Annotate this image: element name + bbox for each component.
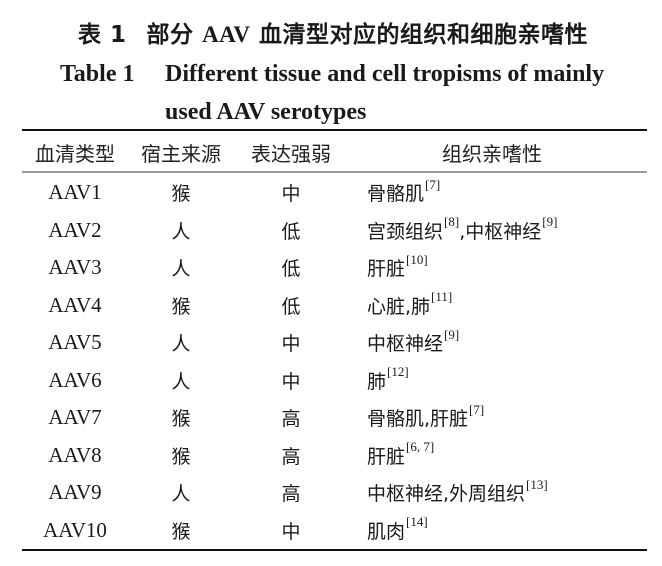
cell-tropism: 心脏,肺[11] (367, 287, 647, 325)
cell-host: 猴 (171, 408, 191, 431)
cell-tropism: 中枢神经,外周组织[13] (367, 474, 647, 512)
caption-cn-aav: AAV (202, 22, 251, 47)
cell-serotype: AAV3 (48, 255, 102, 280)
citation-2: [9] (542, 214, 558, 230)
citation: [9] (444, 326, 460, 342)
citation: [10] (406, 251, 428, 267)
cell-expression: 低 (281, 258, 301, 281)
tropism-text: 肝脏 (367, 445, 406, 468)
cell-host: 猴 (171, 295, 191, 318)
cell-tropism: 宫颈组织[8],中枢神经[9] (367, 212, 647, 250)
table-row: AAV6 人 中 肺[12] (22, 362, 647, 400)
table-bottom-rule (22, 549, 647, 551)
citation: [7] (425, 176, 441, 192)
cell-expression: 中 (281, 520, 301, 543)
table-caption-english: Table 1 Different tissue and cell tropism… (60, 55, 620, 131)
cell-tropism: 肝脏[6, 7] (367, 437, 647, 475)
cell-expression: 低 (281, 220, 301, 243)
table-body: AAV1 猴 中 骨骼肌[7] AAV2 人 低 宫颈组织[8],中枢神经[9]… (22, 174, 647, 549)
table-row: AAV7 猴 高 骨骼肌,肝脏[7] (22, 399, 647, 437)
tropism-text: 肺 (367, 370, 387, 393)
cell-expression: 中 (281, 370, 301, 393)
tropism-text: 骨骼肌 (367, 183, 425, 206)
tropism-text: 肝脏 (367, 258, 406, 281)
cell-serotype: AAV8 (48, 442, 102, 467)
cell-host: 人 (171, 220, 191, 243)
cell-host: 人 (171, 333, 191, 356)
cell-tropism: 肌肉[14] (367, 512, 647, 550)
table-header-row: 血清类型 宿主来源 表达强弱 组织亲嗜性 (22, 135, 647, 169)
cell-expression: 中 (281, 183, 301, 206)
cell-serotype: AAV1 (48, 180, 102, 205)
cell-host: 人 (171, 370, 191, 393)
cell-tropism: 骨骼肌,肝脏[7] (367, 399, 647, 437)
tropism-text: 中枢神经 (367, 333, 444, 356)
table-row: AAV3 人 低 肝脏[10] (22, 249, 647, 287)
citation: [13] (526, 476, 548, 492)
table-row: AAV8 猴 高 肝脏[6, 7] (22, 437, 647, 475)
table-row: AAV4 猴 低 心脏,肺[11] (22, 287, 647, 325)
citation: [12] (387, 364, 409, 380)
citation: [14] (406, 514, 428, 530)
caption-en-line1: Table 1 Different tissue and cell tropism… (60, 55, 620, 93)
cell-serotype: AAV2 (48, 217, 102, 242)
cell-serotype: AAV7 (48, 405, 102, 430)
header-expression: 表达强弱 (251, 141, 331, 166)
tropism-text: 中枢神经,外周组织 (367, 483, 526, 506)
table-row: AAV1 猴 中 骨骼肌[7] (22, 174, 647, 212)
cell-serotype: AAV6 (48, 367, 102, 392)
header-serotype: 血清类型 (35, 141, 115, 166)
header-host: 宿主来源 (141, 141, 221, 166)
cell-host: 人 (171, 258, 191, 281)
cell-serotype: AAV5 (48, 330, 102, 355)
cell-tropism: 中枢神经[9] (367, 324, 647, 362)
header-tropism: 组织亲嗜性 (442, 141, 542, 166)
cell-serotype: AAV4 (48, 292, 102, 317)
cell-tropism: 肺[12] (367, 362, 647, 400)
table-caption-chinese: 表 1 部分 AAV 血清型对应的组织和细胞亲嗜性 (0, 20, 662, 50)
cell-expression: 高 (281, 483, 301, 506)
cell-tropism: 肝脏[10] (367, 249, 647, 287)
caption-cn-prefix: 部分 (146, 22, 203, 48)
cell-serotype: AAV10 (43, 517, 107, 542)
cell-tropism: 骨骼肌[7] (367, 174, 647, 212)
cell-serotype: AAV9 (48, 480, 102, 505)
table-label-cn: 表 1 (78, 22, 127, 48)
tropism-text: 心脏,肺 (367, 295, 431, 318)
cell-expression: 中 (281, 333, 301, 356)
cell-expression: 高 (281, 408, 301, 431)
table-row: AAV10 猴 中 肌肉[14] (22, 512, 647, 550)
table-row: AAV5 人 中 中枢神经[9] (22, 324, 647, 362)
table-top-rule (22, 129, 647, 131)
caption-en-title-line2: used AAV serotypes (165, 99, 367, 125)
table-row: AAV9 人 高 中枢神经,外周组织[13] (22, 474, 647, 512)
tropism-text: 肌肉 (367, 520, 406, 543)
cell-expression: 高 (281, 445, 301, 468)
citation: [6, 7] (406, 439, 435, 455)
table-label-en: Table 1 (60, 61, 135, 87)
table-row: AAV2 人 低 宫颈组织[8],中枢神经[9] (22, 212, 647, 250)
tropism-text: 骨骼肌,肝脏 (367, 408, 469, 431)
cell-expression: 低 (281, 295, 301, 318)
cell-host: 猴 (171, 183, 191, 206)
caption-en-title-line1: Different tissue and cell tropisms of ma… (165, 61, 605, 87)
citation: [11] (431, 289, 453, 305)
table-header-rule (22, 171, 647, 173)
citation: [8] (444, 214, 460, 230)
citation: [7] (469, 401, 485, 417)
cell-host: 猴 (171, 445, 191, 468)
tropism-text: 宫颈组织 (367, 220, 444, 243)
tropism-text-2: ,中枢神经 (459, 220, 542, 243)
cell-host: 人 (171, 483, 191, 506)
caption-cn-suffix: 血清型对应的组织和细胞亲嗜性 (250, 22, 588, 48)
cell-host: 猴 (171, 520, 191, 543)
